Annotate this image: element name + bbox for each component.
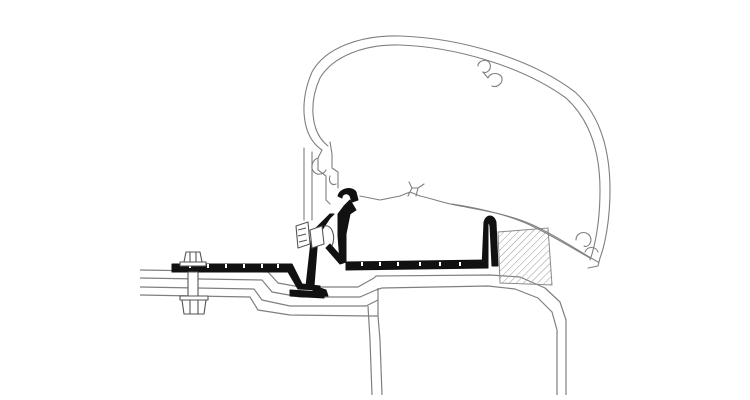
seal-block — [497, 227, 553, 286]
awning-housing-profile — [303, 35, 611, 269]
mounting-bolt — [179, 251, 209, 315]
vehicle-roof-body — [139, 269, 567, 396]
clamp-bolt — [295, 221, 335, 249]
mounting-adapter-profile — [171, 188, 499, 299]
